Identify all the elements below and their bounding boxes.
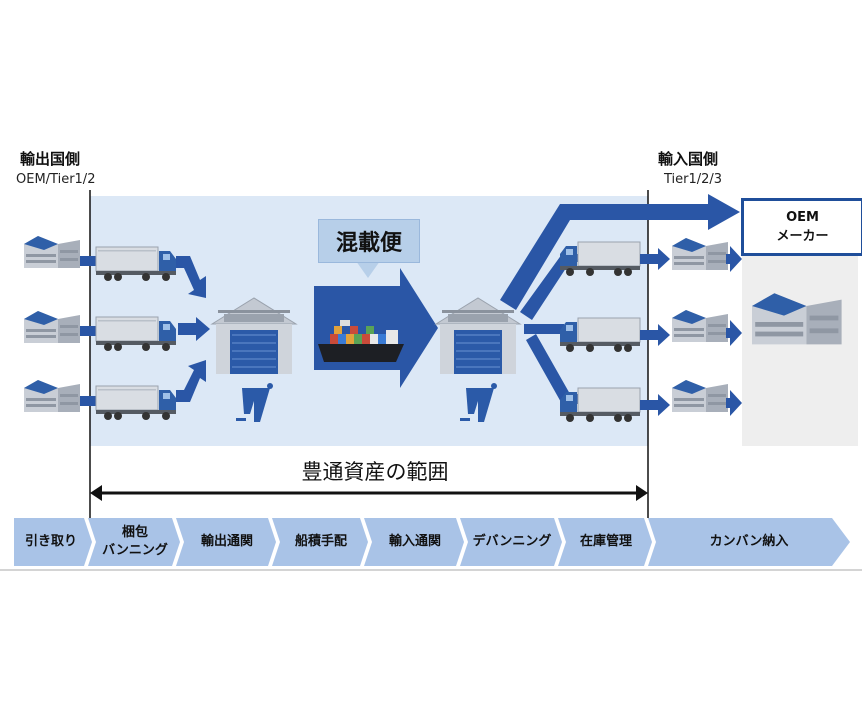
process-step-label: 輸入通関 xyxy=(388,534,441,549)
consolidated-shipping-label: 混載便 xyxy=(318,219,420,263)
process-step-inventory: 在庫管理 xyxy=(564,518,648,566)
oem-maker-box: OEM メーカー xyxy=(741,198,862,256)
oem-box-line1: OEM xyxy=(786,210,819,225)
factory-icon xyxy=(672,380,728,412)
outbound-arrows xyxy=(500,194,740,404)
import-side-title: 輸入国側 xyxy=(658,150,719,168)
scope-label: 豊通資産の範囲 xyxy=(301,460,449,484)
import-side-subtitle: Tier1/2/3 xyxy=(664,172,723,187)
process-step-label: デバンニング xyxy=(472,534,552,549)
process-step-label: カンバン納入 xyxy=(709,534,789,549)
oem-factory-background xyxy=(742,250,858,446)
process-step-export-customs: 輸出通関 xyxy=(182,518,272,566)
process-step-label: 在庫管理 xyxy=(579,534,632,549)
ship-icon xyxy=(318,320,404,362)
process-bar xyxy=(14,518,850,566)
process-step-devanning: デバンニング xyxy=(466,518,558,566)
factory-icon xyxy=(24,311,80,343)
process-step-pickup: 引き取り xyxy=(14,518,88,566)
factory-icon xyxy=(672,310,728,342)
factory-icon xyxy=(24,380,80,412)
process-step-shipping-arrangement: 船積手配 xyxy=(278,518,364,566)
process-step-label: 引き取り xyxy=(24,534,77,549)
process-step-label: 輸出通関 xyxy=(200,534,253,549)
truck-to-tier-arrows xyxy=(640,248,670,416)
process-step-kanban-delivery: カンバン納入 xyxy=(654,518,844,566)
scope-range-arrow xyxy=(90,485,648,501)
process-step-label-2: バンニング xyxy=(102,543,168,558)
export-side-title: 輸出国側 xyxy=(20,150,81,168)
truck-to-warehouse-arrows xyxy=(176,256,210,402)
left-feed-arrows xyxy=(80,256,100,406)
process-step-label: 船積手配 xyxy=(294,534,347,549)
tier-to-oem-arrows xyxy=(726,246,742,416)
process-step-packing: 梱包 バンニング xyxy=(94,518,176,566)
oem-box-line2: メーカー xyxy=(776,229,829,244)
consolidated-shipping-text: 混載便 xyxy=(335,231,402,256)
process-step-label: 梱包 xyxy=(121,525,148,540)
export-side-subtitle: OEM/Tier1/2 xyxy=(16,172,96,187)
factory-icon xyxy=(24,236,80,268)
factory-icon xyxy=(672,238,728,270)
process-step-import-customs: 輸入通関 xyxy=(370,518,460,566)
label-pointer xyxy=(356,261,380,278)
